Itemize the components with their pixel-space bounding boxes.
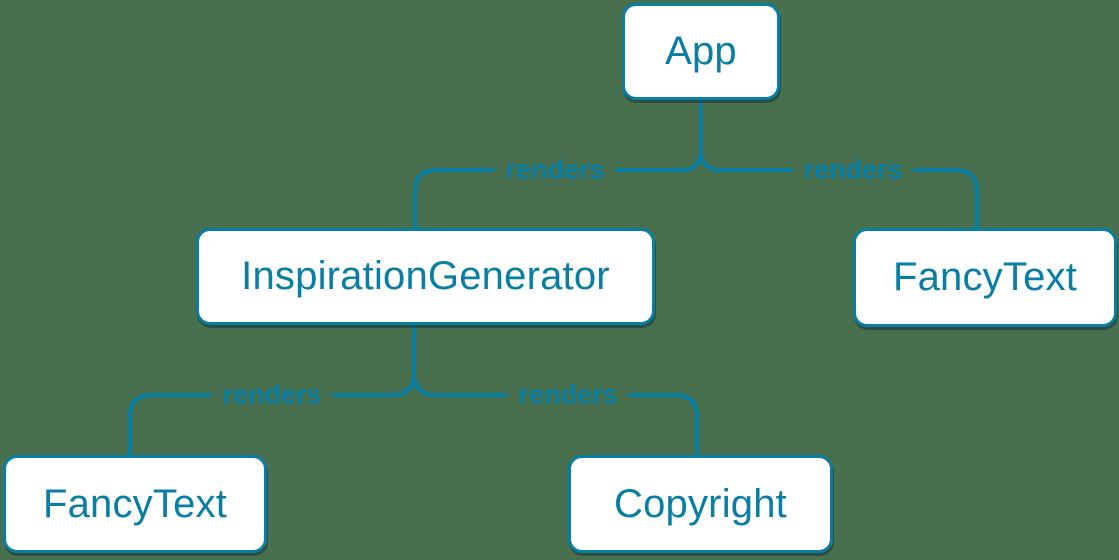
node-label: App (665, 29, 737, 73)
node-label: FancyText (892, 255, 1078, 299)
node-label: FancyText (42, 481, 228, 526)
edge-label-renders: renders (211, 379, 333, 411)
node-fancy-text-top: FancyText (853, 228, 1117, 327)
edge-label-renders: renders (507, 379, 629, 411)
node-label: InspirationGenerator (241, 254, 610, 298)
edge-label-renders: renders (494, 154, 616, 186)
node-label: Copyright (614, 481, 787, 526)
node-inspiration-generator: InspirationGenerator (196, 228, 655, 325)
edge-label-renders: renders (792, 154, 914, 186)
node-app: App (622, 3, 780, 100)
node-copyright: Copyright (568, 455, 833, 553)
node-fancy-text-bottom: FancyText (3, 455, 267, 553)
